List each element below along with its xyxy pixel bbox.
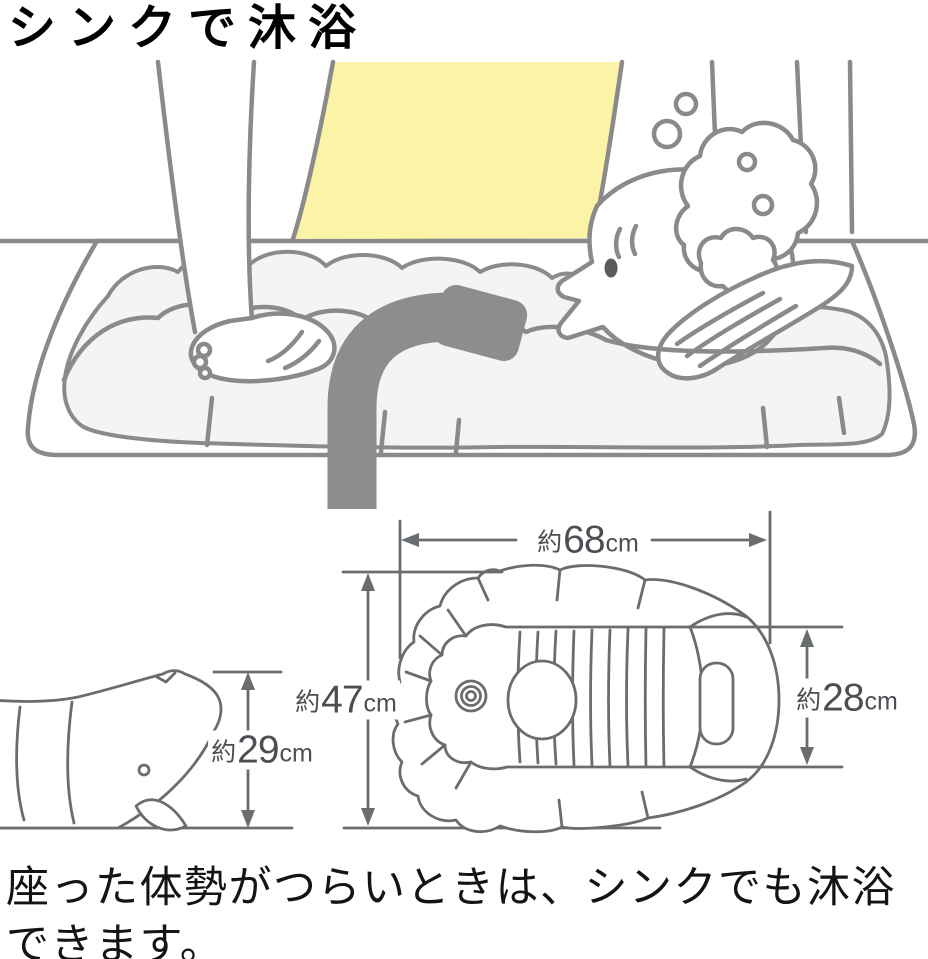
supporting-hand xyxy=(656,258,855,381)
adult-left-arm xyxy=(155,59,337,384)
handle-cutout xyxy=(698,661,735,746)
caption-text: 座った体勢がつらいときは、シンクでも沐浴 できます。 xyxy=(6,860,926,959)
baby-brow-wrinkles xyxy=(613,223,639,260)
dimension-29cm xyxy=(212,670,283,828)
bath-front-creases-right xyxy=(760,395,847,450)
approx-mark: 約 xyxy=(295,688,321,717)
bubble xyxy=(673,91,699,117)
dimension-68cm xyxy=(398,510,772,660)
page-title: シンクで沐浴 xyxy=(8,2,369,55)
seat-hollow xyxy=(506,659,578,741)
baby-toe xyxy=(197,365,213,381)
bath-front-creases-left xyxy=(204,395,462,455)
air-valve-top xyxy=(454,679,488,713)
dimension-28cm xyxy=(686,625,844,769)
bath-rim-line-right xyxy=(603,337,883,367)
faucet xyxy=(327,285,528,509)
dimension-47cm xyxy=(341,570,504,826)
air-valve-side xyxy=(137,763,151,777)
dimension-diagrams xyxy=(0,510,844,834)
caption-line-2: できます。 xyxy=(6,921,225,959)
side-view-drawing xyxy=(0,669,294,832)
approx-mark: 約 xyxy=(211,738,237,767)
adult-torso-shirt xyxy=(290,59,625,242)
top-view-drawing xyxy=(391,563,781,834)
baby-eye xyxy=(604,258,618,278)
approx-mark: 約 xyxy=(796,686,822,715)
approx-mark: 約 xyxy=(537,528,563,557)
sink-bathing-scene xyxy=(0,59,928,509)
bubble xyxy=(651,118,683,150)
caption-line-1: 座った体勢がつらいときは、シンクでも沐浴 xyxy=(6,864,896,912)
